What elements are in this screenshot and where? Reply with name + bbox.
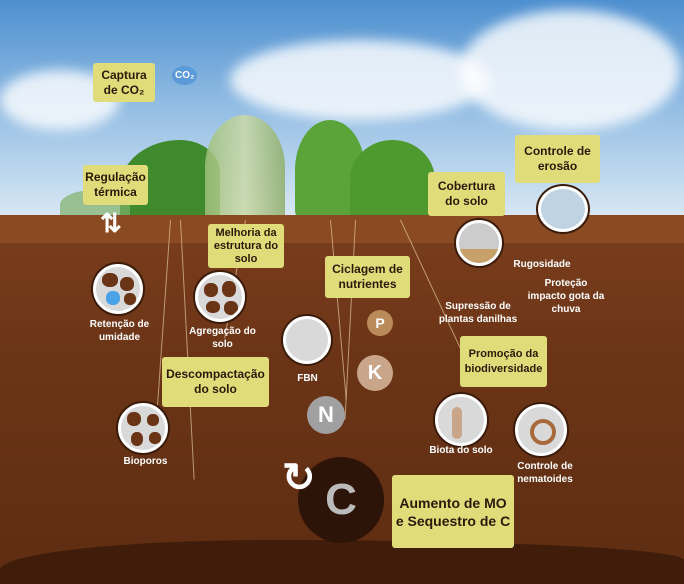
caption-supressao: Supressão de plantas danilhas bbox=[438, 301, 518, 325]
label-controle-erosao: Controle de erosão bbox=[515, 135, 600, 183]
erosao-circle bbox=[538, 186, 588, 232]
fbn-circle bbox=[283, 316, 331, 364]
cobertura-circle bbox=[456, 220, 502, 266]
label-cobertura-solo: Cobertura do solo bbox=[428, 172, 505, 216]
co2-bubble: CO₂ bbox=[172, 66, 198, 85]
bioporos-circle bbox=[118, 403, 168, 453]
up-down-arrows-icon: ⇅ bbox=[100, 208, 122, 238]
caption-biota: Biota do solo bbox=[429, 445, 493, 456]
biota-circle bbox=[435, 394, 487, 446]
caption-rugosidade: Rugosidade bbox=[513, 259, 571, 270]
cycle-arrow-icon: ↻ bbox=[282, 456, 316, 500]
cloud bbox=[460, 10, 680, 130]
nematoides-circle bbox=[515, 404, 567, 456]
caption-bioporos: Bioporos bbox=[123, 456, 168, 467]
caption-protecao: Proteção impacto gota da chuva bbox=[527, 278, 605, 315]
label-melhoria-estrutura: Melhoria da estrutura do solo bbox=[208, 224, 284, 268]
carbon-icon: C bbox=[298, 457, 384, 543]
retencao-umidade-circle bbox=[93, 264, 143, 314]
label-promocao-biodiversidade: Promoção da biodiversidade bbox=[460, 336, 547, 387]
label-descompactacao: Descompactação do solo bbox=[162, 357, 269, 407]
nitrogen-icon: N bbox=[307, 396, 345, 434]
deep-soil bbox=[0, 540, 684, 584]
caption-nematoides: Controle de nematoides bbox=[517, 461, 573, 485]
plant-grass-2 bbox=[350, 140, 435, 220]
plant-grass bbox=[205, 115, 285, 220]
caption-fbn: FBN bbox=[297, 373, 318, 384]
cloud bbox=[230, 40, 490, 120]
caption-retencao: Retenção de umidade bbox=[89, 319, 150, 343]
label-captura-co2: Captura de CO₂ bbox=[93, 63, 155, 102]
potassium-icon: K bbox=[357, 355, 393, 391]
caption-agregacao: Agregação do solo bbox=[189, 326, 256, 350]
phosphorus-icon: P bbox=[367, 310, 393, 336]
label-regulacao-termica: Regulação térmica bbox=[83, 165, 148, 205]
agregacao-circle bbox=[195, 272, 245, 322]
label-aumento-mo: Aumento de MO e Sequestro de C bbox=[392, 475, 514, 548]
label-ciclagem-nutrientes: Ciclagem de nutrientes bbox=[325, 256, 410, 298]
